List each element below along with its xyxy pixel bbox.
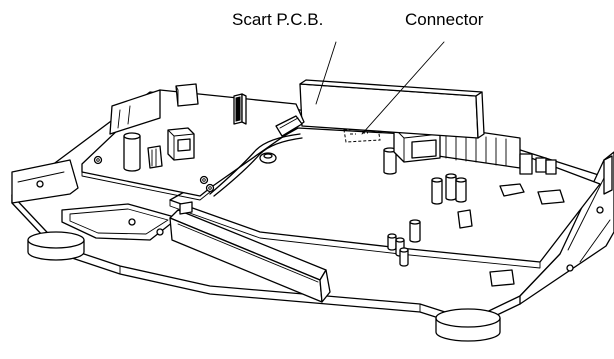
- rubber-feet: [27, 231, 501, 342]
- foot-left: [27, 231, 85, 261]
- scart-pcb-leader: [315, 41, 337, 105]
- left-sub-board: [81, 83, 305, 201]
- connector-leader: [361, 41, 445, 135]
- connector-label: Connector: [405, 10, 484, 29]
- scart-pcb: [299, 79, 485, 139]
- foot-right: [435, 308, 501, 342]
- capacitor-group: [383, 147, 467, 267]
- scart-pcb-label: Scart P.C.B.: [232, 10, 324, 29]
- front-connector-bar: [169, 201, 331, 303]
- callout-leaders: [315, 41, 445, 135]
